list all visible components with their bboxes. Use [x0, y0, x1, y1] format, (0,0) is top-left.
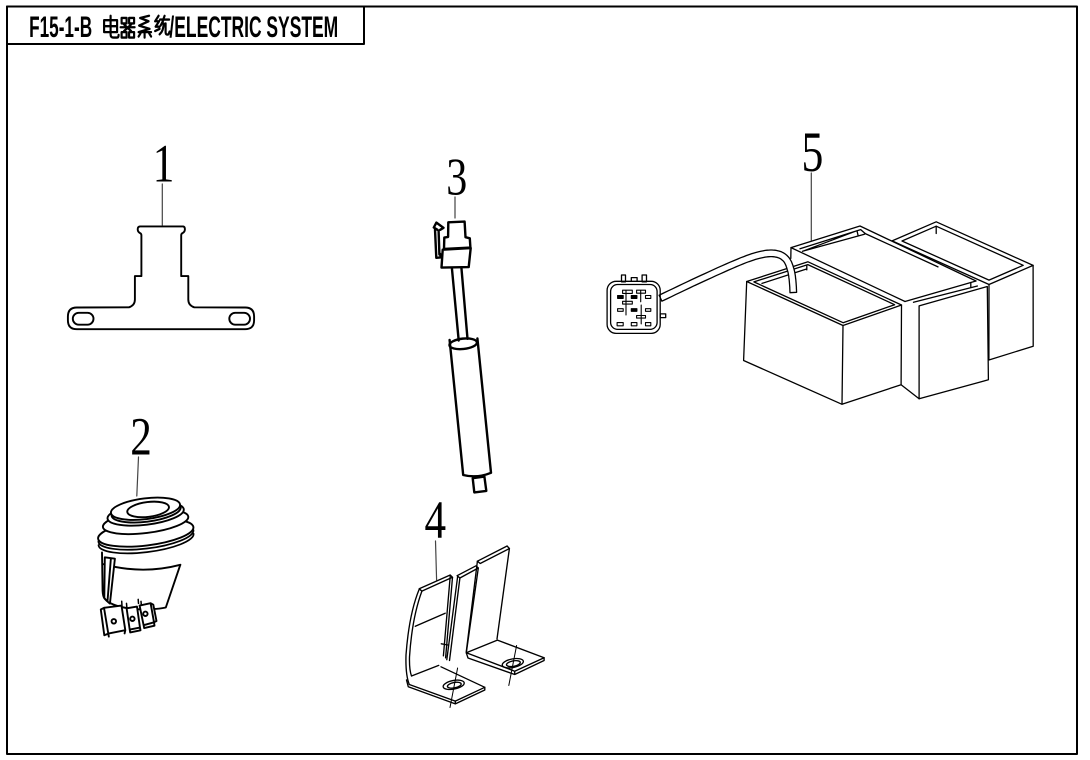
svg-text:1: 1 [153, 133, 175, 194]
svg-text:2: 2 [130, 406, 152, 467]
svg-text:5: 5 [801, 120, 823, 184]
svg-text:4: 4 [425, 489, 447, 550]
svg-text:3: 3 [446, 149, 467, 206]
svg-text:F15-1-B: F15-1-B [29, 11, 92, 44]
svg-text:/ELECTRIC SYSTEM: /ELECTRIC SYSTEM [169, 12, 338, 45]
